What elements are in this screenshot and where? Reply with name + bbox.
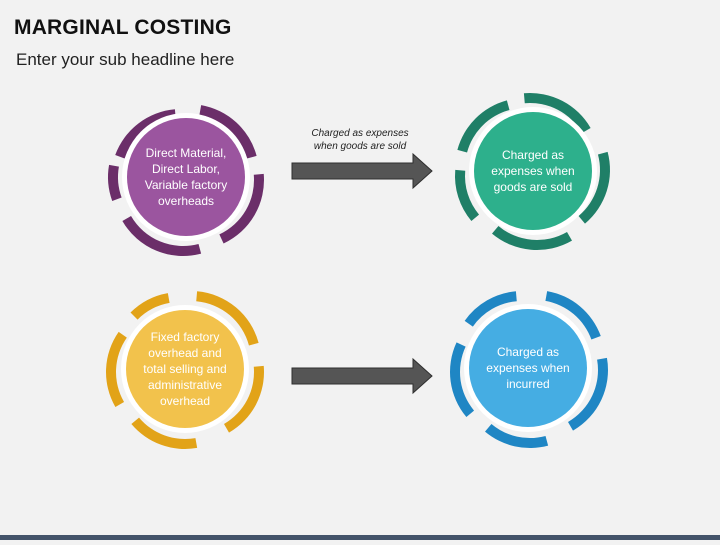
fixed-costs-line-2: overhead and — [148, 346, 222, 360]
direct-costs-line-1: Direct Material, — [145, 146, 227, 160]
direct-costs-line-3: Variable factory — [144, 178, 228, 192]
page-subtitle: Enter your sub headline here — [16, 50, 235, 69]
incurred-circle-text: Charged as expenses when incurred — [465, 309, 591, 427]
arrow-label-line-1: Charged as expenses — [311, 128, 409, 139]
incurred-ring-segment — [485, 423, 549, 448]
direct-costs-ring-segment — [199, 105, 257, 159]
incurred-ring-segment — [568, 357, 608, 431]
incurred-line-1: Charged as — [496, 345, 560, 359]
incurred-line-3: incurred — [506, 377, 550, 391]
goods-sold-circle — [474, 112, 592, 230]
arrow-right-icon-row-2 — [291, 357, 433, 395]
fixed-costs-ring-segment — [105, 331, 127, 407]
direct-costs-circle-text: Direct Material, Direct Labor, Variable … — [123, 118, 249, 236]
goods-sold-line-3: goods are sold — [493, 180, 573, 194]
arrow-label-line-2: when goods are sold — [313, 141, 407, 152]
goods-sold-ring-segment — [457, 100, 510, 153]
fixed-costs-line-5: overhead — [159, 394, 211, 408]
arrow-right-icon-row-1 — [291, 152, 433, 190]
fixed-costs-circle-text: Fixed factory overhead and total selling… — [122, 310, 248, 428]
goods-sold-ring-segment — [492, 225, 572, 251]
footer-bar — [0, 535, 720, 540]
goods-sold-ring-segment — [455, 169, 480, 221]
direct-costs-ring-segment — [122, 216, 202, 256]
fixed-costs-line-4: administrative — [147, 378, 222, 392]
goods-sold-ring-segment — [523, 93, 591, 133]
fixed-costs-ring-segment — [196, 291, 259, 346]
incurred-ring-segment — [449, 342, 475, 417]
incurred-ring-segment — [464, 291, 517, 327]
direct-costs-ring-segment — [219, 173, 265, 244]
fixed-costs-ring-segment — [224, 365, 265, 433]
page-title: MARGINAL COSTING — [14, 16, 232, 39]
fixed-costs-ring-segment — [131, 417, 198, 449]
goods-sold-line-1: Charged as — [501, 148, 565, 162]
direct-costs-line-4: overheads — [157, 194, 215, 208]
incurred-ring-segment — [545, 291, 601, 340]
goods-sold-circle-text: Charged as expenses when goods are sold — [470, 112, 596, 230]
fixed-costs-line-1: Fixed factory — [150, 330, 220, 344]
direct-costs-line-2: Direct Labor, — [151, 162, 221, 176]
direct-costs-circle — [127, 118, 245, 236]
incurred-circle — [469, 309, 587, 427]
fixed-costs-line-3: total selling and — [143, 362, 227, 376]
fixed-costs-circle — [126, 310, 244, 428]
direct-costs-ring-segment — [108, 164, 122, 201]
arrow-label: Charged as expenses when goods are sold — [296, 127, 424, 153]
goods-sold-line-2: expenses when — [491, 164, 575, 178]
goods-sold-ring-segment — [578, 151, 610, 224]
fixed-costs-ring-segment — [130, 293, 170, 320]
incurred-line-2: expenses when — [486, 361, 570, 375]
